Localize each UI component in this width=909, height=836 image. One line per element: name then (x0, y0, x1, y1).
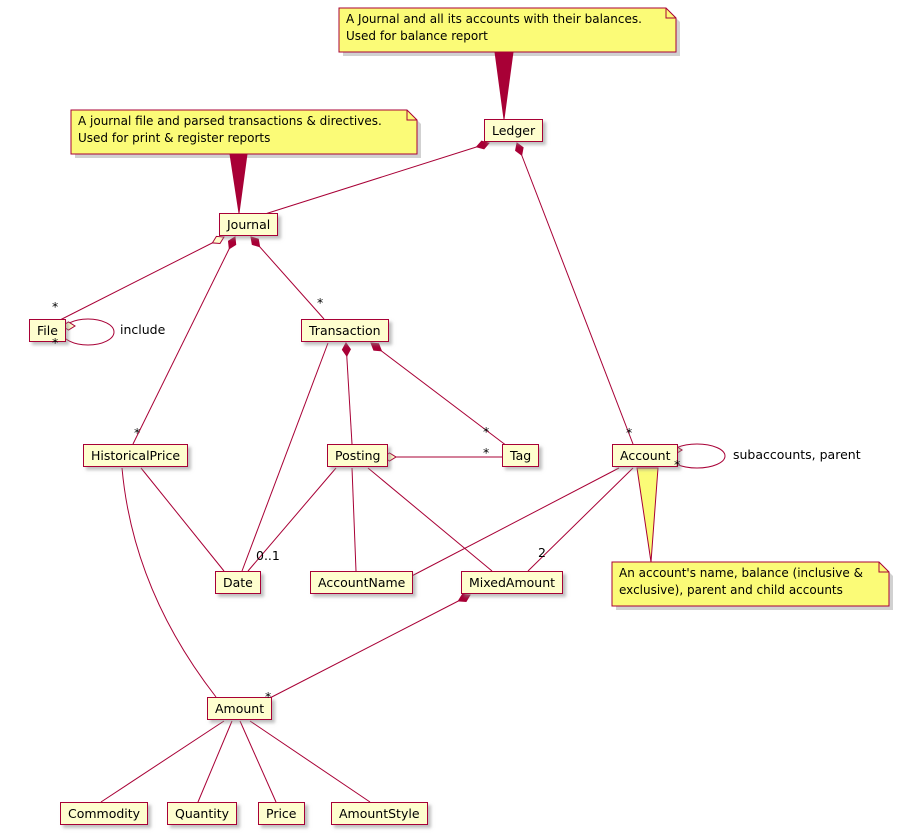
edge-Posting-Date (247, 467, 337, 572)
class-box-file: File (29, 319, 66, 342)
class-box-posting: Posting (327, 444, 389, 467)
class-box-amount: Amount (207, 697, 273, 720)
composition-diamond-Transaction-Tag (370, 342, 383, 352)
edge-Transaction-Posting (345, 342, 353, 445)
journal-note-body (70, 109, 418, 155)
account-note-text: An account's name, balance (inclusive & e… (612, 562, 889, 602)
edge-label-Account-loop: * (674, 457, 681, 472)
ledger-note-line-2: Used for balance report (346, 29, 488, 43)
edge-Amount-Commodity (100, 720, 225, 803)
edge-Ledger-Account (516, 142, 634, 445)
class-box-accountname: AccountName (310, 571, 414, 594)
ledger-note-line-1: A Journal and all its accounts with thei… (346, 12, 642, 26)
journal-note-text: A journal file and parsed transactions &… (71, 110, 417, 150)
account-note-line-1: An account's name, balance (inclusive & (619, 566, 863, 580)
journal-note-pointer (229, 153, 248, 214)
class-box-transaction: Transaction (301, 319, 389, 342)
edge-label-File-include-loop: include (120, 322, 166, 337)
edge-HistoricalPrice-Amount (121, 467, 217, 698)
composition-diamond-Ledger-Account (515, 142, 524, 156)
account-note-body (611, 561, 890, 607)
account-note-fold-corner (878, 562, 889, 573)
edge-Amount-Quantity (197, 720, 233, 803)
ledger-note-text: A Journal and all its accounts with thei… (339, 8, 676, 48)
class-box-mixedamount: MixedAmount (461, 571, 564, 594)
edge-Amount-Price (239, 720, 277, 803)
account-note-line-2: exclusive), parent and child accounts (619, 583, 843, 597)
ledger-note-pointer (494, 51, 514, 120)
class-box-account: Account (612, 444, 679, 467)
class-box-historicalprice: HistoricalPrice (83, 444, 189, 467)
class-box-tag: Tag (502, 444, 540, 467)
edge-label-Journal-File: * (52, 299, 59, 314)
account-note-pointer (636, 467, 659, 563)
edge-Journal-Transaction (250, 236, 325, 320)
edge-Posting-AccountName (351, 467, 357, 572)
edge-label-Posting-Tag: * (483, 445, 490, 460)
class-box-price: Price (258, 802, 305, 825)
edge-Account-MixedAmount (527, 467, 634, 572)
edge-MixedAmount-Amount (263, 594, 471, 702)
edge-HistoricalPrice-Date (140, 467, 225, 572)
edge-Transaction-Date (241, 342, 329, 572)
edge-label-Ledger-Account: * (626, 425, 633, 440)
journal-note-fold-corner (406, 110, 417, 121)
composition-diamond-Journal-Transaction (250, 236, 261, 248)
edge-label-Transaction-Tag: * (483, 424, 490, 439)
journal-note-line-1: A journal file and parsed transactions &… (78, 114, 382, 128)
edge-label-Account-MixedAmount: 2 (538, 545, 546, 560)
edge-Posting-MixedAmount (367, 467, 493, 572)
class-box-ledger: Ledger (484, 119, 544, 142)
edge-label-MixedAmount-Amount: * (265, 689, 272, 704)
class-box-commodity: Commodity (60, 802, 149, 825)
composition-diamond-Ledger-Journal (475, 140, 490, 150)
aggregation-diamond-Journal-File (211, 235, 225, 245)
edge-label-Journal-Transaction: * (317, 295, 324, 310)
class-box-journal: Journal (219, 213, 279, 236)
ledger-note-fold-corner (665, 8, 676, 19)
ledger-note-body (338, 7, 677, 53)
edge-Account-AccountName (403, 467, 620, 581)
edge-Ledger-Journal (264, 142, 490, 215)
edge-label-Posting-Date: 0..1 (256, 548, 280, 563)
class-box-quantity: Quantity (167, 802, 238, 825)
composition-diamond-Transaction-Posting (341, 342, 351, 357)
edge-label-Journal-HistoricalPrice: * (134, 425, 141, 440)
edge-Transaction-Tag (370, 342, 508, 447)
edge-label-File-include-loop: * (52, 335, 59, 350)
edge-Amount-AmountStyle (249, 720, 371, 803)
class-box-date: Date (215, 571, 261, 594)
composition-diamond-MixedAmount-Amount (457, 593, 471, 603)
edge-label-Account-loop: subaccounts, parent (733, 447, 861, 462)
edge-Journal-File (59, 236, 225, 321)
composition-diamond-Journal-HistoricalPrice (227, 236, 237, 250)
class-box-amountstyle: AmountStyle (331, 802, 428, 825)
edge-Journal-HistoricalPrice (132, 236, 236, 445)
journal-note-line-2: Used for print & register reports (78, 131, 271, 145)
